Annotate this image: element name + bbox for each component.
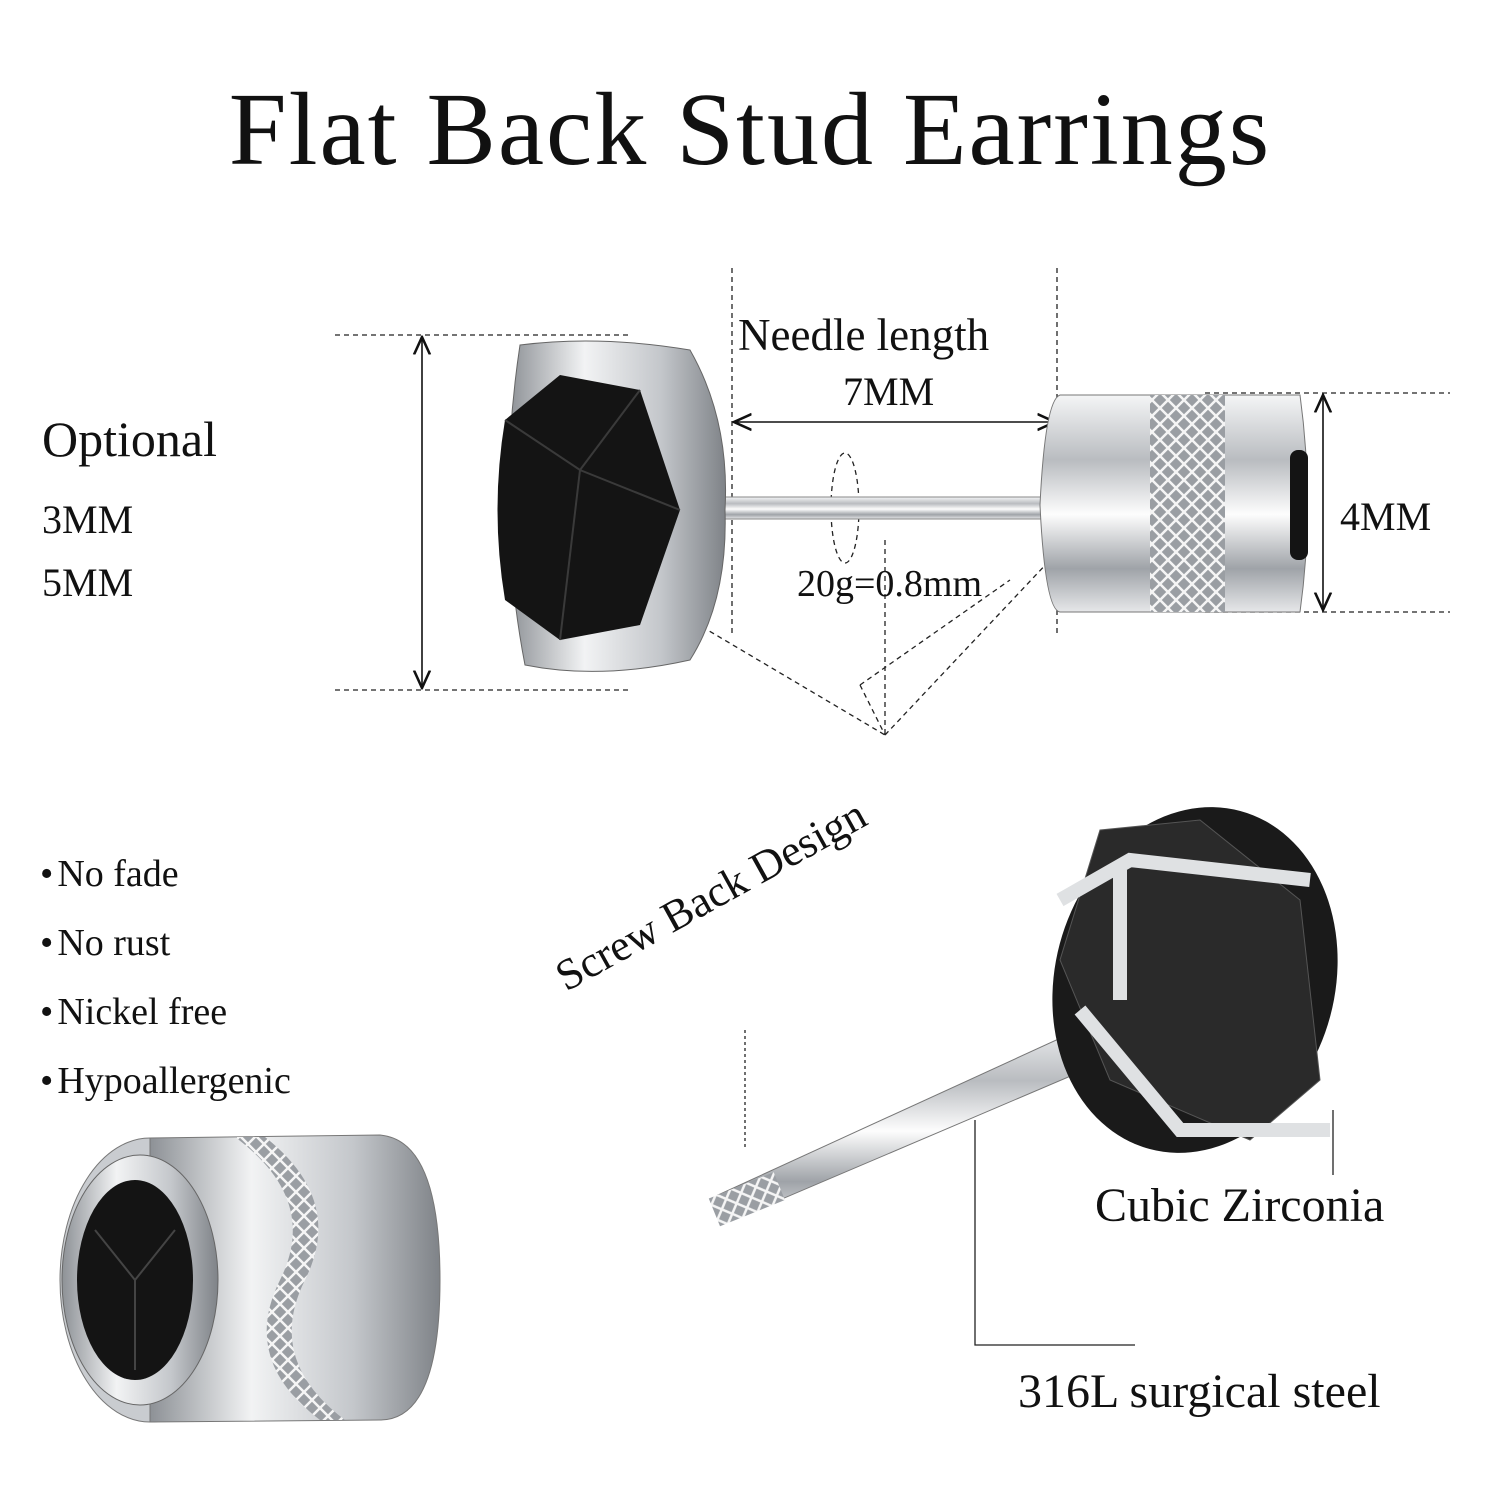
callout-lines: [744, 1030, 1334, 1346]
earring-side-view: [497, 340, 1308, 672]
earring-angled-view: [708, 807, 1338, 1227]
feature-item: Hypoallergenic: [40, 1062, 291, 1100]
optional-label: Optional: [42, 411, 217, 467]
dimension-arrows: [422, 337, 1323, 688]
optional-size-5mm: 5MM: [42, 560, 134, 605]
needle-length-value: 7MM: [843, 369, 935, 414]
back-size-label: 4MM: [1340, 494, 1432, 539]
feature-item: No rust: [40, 924, 170, 962]
page-title: Flat Back Stud Earrings: [228, 72, 1272, 187]
feature-item: Nickel free: [40, 993, 227, 1031]
material-label: 316L surgical steel: [1018, 1365, 1381, 1418]
feature-item: No fade: [40, 855, 178, 893]
cubic-zirconia-label: Cubic Zirconia: [1095, 1179, 1385, 1232]
screw-back-closeup: [59, 1134, 441, 1423]
needle-length-label: Needle length: [738, 310, 990, 360]
optional-size-3mm: 3MM: [42, 497, 134, 542]
gauge-label: 20g=0.8mm: [797, 563, 983, 605]
